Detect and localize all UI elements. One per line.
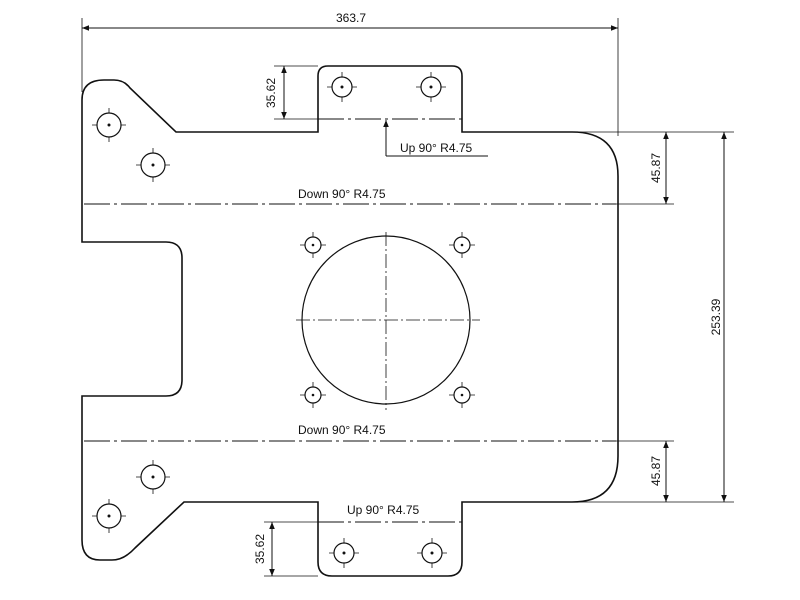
bend-note-top-tab: Up 90° R4.75 xyxy=(383,120,488,157)
dimension-right-bottom-offset: 45.87 xyxy=(616,440,674,502)
hole-upper-left-1 xyxy=(92,108,126,142)
dimension-top-tab-height: 35.62 xyxy=(264,65,318,120)
hole-center-top-left xyxy=(300,232,326,258)
dimension-right-bottom-offset-label: 45.87 xyxy=(649,456,663,486)
hole-center-top-right xyxy=(449,232,475,258)
hole-bottom-tab-left xyxy=(329,538,359,568)
hole-lower-left-2 xyxy=(92,499,126,533)
bend-note-bottom-tab-label: Up 90° R4.75 xyxy=(347,503,420,517)
hole-center-bottom-right xyxy=(449,382,475,408)
dimension-overall-width-label: 363.7 xyxy=(336,11,366,25)
dimension-bottom-tab-height: 35.62 xyxy=(253,521,318,577)
mounting-holes xyxy=(92,72,475,568)
bend-note-top-tab-label: Up 90° R4.75 xyxy=(400,141,473,155)
bend-note-lower-label: Down 90° R4.75 xyxy=(298,423,386,437)
hole-lower-left-1 xyxy=(136,460,170,494)
dimension-right-top-offset: 45.87 xyxy=(616,132,674,205)
hole-upper-left-2 xyxy=(136,148,170,182)
dimension-right-height: 253.39 xyxy=(574,131,734,503)
hole-bottom-tab-right xyxy=(417,538,447,568)
dimension-top-tab-height-label: 35.62 xyxy=(264,78,278,108)
center-large-hole xyxy=(296,232,480,410)
dimension-right-top-offset-label: 45.87 xyxy=(649,153,663,183)
dimension-bottom-tab-height-label: 35.62 xyxy=(253,534,267,564)
hole-center-bottom-left xyxy=(300,382,326,408)
bend-note-upper-label: Down 90° R4.75 xyxy=(298,187,386,201)
dimension-right-height-label: 253.39 xyxy=(709,298,723,335)
hole-top-tab-right xyxy=(416,72,446,102)
part-outline xyxy=(81,65,619,577)
dimension-overall-width: 363.7 xyxy=(81,11,619,136)
hole-top-tab-left xyxy=(327,72,357,102)
